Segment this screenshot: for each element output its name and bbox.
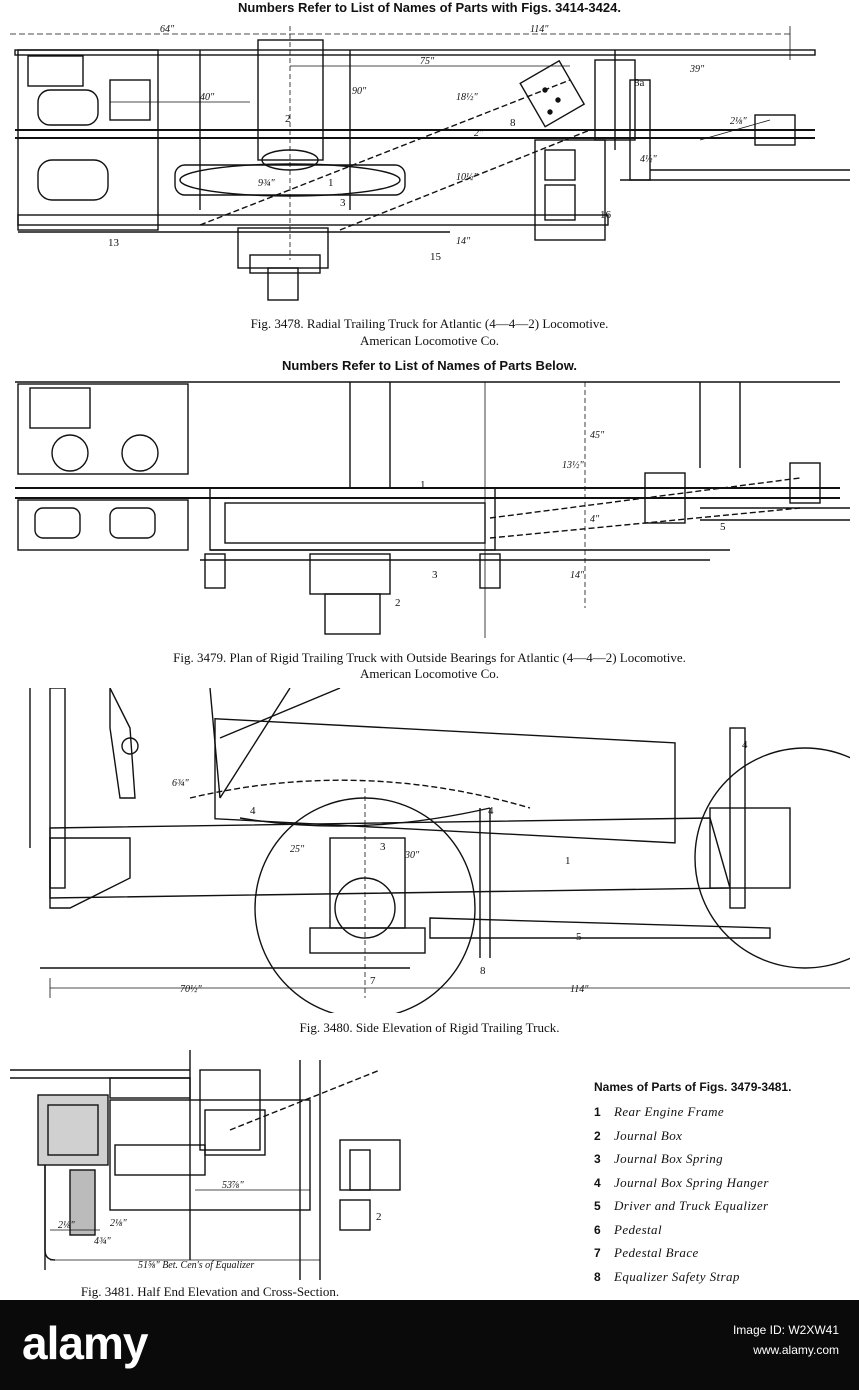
legend-num: 3: [594, 1152, 601, 1166]
fig3479-label-1: 1: [420, 479, 426, 491]
fig3480-drawing: 70½" 114" 25" 30" 6¾" 1 3 4 4 4 5 7 8: [10, 688, 850, 1013]
site-url: www.alamy.com: [753, 1343, 839, 1357]
dim-13h: 13½": [562, 460, 585, 471]
watermark-footer: alamy Image ID: W2XW41 www.alamy.com: [0, 1300, 859, 1390]
fig3478-label-15: 15: [430, 251, 442, 263]
fig3481-drawing: 2⅛" 2⅛" 4¾" 53⅞" 51⅝" Bet. Cen's of Equa…: [10, 1050, 430, 1280]
parts-legend: Names of Parts of Figs. 3479-3481. 1 Rear…: [594, 1080, 859, 1292]
fig3478-heading: Numbers Refer to List of Names of Parts …: [238, 0, 621, 15]
fig3481-caption: Fig. 3481. Half End Elevation and Cross-…: [80, 1284, 340, 1299]
dim-39: 39": [689, 64, 705, 75]
dim-90: 90": [352, 86, 367, 97]
legend-item: 3 Journal Box Spring: [594, 1151, 859, 1175]
dim-25: 25": [290, 844, 305, 855]
fig3478-label-8: 8: [510, 117, 516, 129]
fig3481-label-2: 2: [376, 1211, 382, 1223]
fig3479-caption-line2: American Locomotive Co.: [360, 666, 499, 681]
fig3480-label-4a: 4: [250, 805, 256, 817]
fig3479-label-2: 2: [395, 597, 401, 609]
legend-num: 7: [594, 1246, 601, 1260]
dim-4h: 4½": [640, 154, 658, 165]
fig3480-label-8: 8: [480, 965, 486, 977]
dim-53e: 53⅞": [222, 1180, 245, 1191]
fig3478-label-2: 2: [285, 113, 291, 125]
legend-item: 1 Rear Engine Frame: [594, 1104, 859, 1128]
fig3480-label-4b: 4: [488, 805, 494, 817]
fig3478-drawing: 64" 114": [10, 20, 850, 310]
fig3480-label-1: 1: [565, 855, 571, 867]
fig3479-heading: Numbers Refer to List of Names of Parts …: [282, 358, 577, 373]
fig3480-label-4c: 4: [742, 739, 748, 751]
legend-num: 2: [594, 1128, 601, 1143]
legend-item: 4 Journal Box Spring Hanger: [594, 1175, 859, 1199]
fig3478-caption-line1: Fig. 3478. Radial Trailing Truck for Atl…: [250, 316, 609, 331]
legend-name: Rear Engine Frame: [614, 1104, 725, 1119]
dim-51e: 51⅝" Bet. Cen's of Equalizer: [138, 1260, 254, 1271]
dim-10h: 10½": [456, 172, 479, 183]
fig3480-caption: Fig. 3480. Side Elevation of Rigid Trail…: [299, 1020, 560, 1035]
dim-4q: 4¾": [94, 1236, 112, 1247]
legend-num: 1: [594, 1105, 601, 1119]
dim-2: 2": [474, 128, 484, 139]
fig3478-label-16: 16: [600, 209, 612, 221]
legend-num: 6: [594, 1222, 601, 1237]
dim-4: 4": [590, 514, 600, 525]
legend-name: Journal Box Spring: [614, 1151, 724, 1166]
legend-name: Pedestal Brace: [614, 1245, 699, 1260]
fig3478-label-8a: 8a: [634, 77, 645, 89]
dim-6q: 6¾": [172, 778, 190, 789]
fig3478-label-3: 3: [340, 197, 346, 209]
legend-name: Pedestal: [614, 1221, 662, 1237]
legend-name: Journal Box: [614, 1127, 683, 1143]
legend-item: 7 Pedestal Brace: [594, 1245, 859, 1269]
dim-114b: 114": [570, 984, 589, 995]
dim-64: 64": [160, 24, 175, 35]
dim-30: 30": [404, 850, 420, 861]
fig3480-label-3: 3: [380, 841, 386, 853]
fig3479-drawing: 45" 13½" 4" 14" 1 2 3 5: [10, 378, 850, 643]
legend-name: Journal Box Spring Hanger: [614, 1174, 769, 1190]
dim-2e-a: 2⅛": [58, 1220, 76, 1231]
image-id-block: Image ID: W2XW41 www.alamy.com: [733, 1320, 839, 1360]
dim-14b: 14": [570, 570, 585, 581]
legend-num: 4: [594, 1175, 601, 1190]
dim-114: 114": [530, 24, 549, 35]
dim-70h: 70½": [180, 984, 203, 995]
fig3478-label-1: 1: [328, 177, 334, 189]
legend-name: Driver and Truck Equalizer: [614, 1198, 769, 1213]
fig3479-label-5: 5: [720, 521, 726, 533]
dim-9q: 9¾": [258, 178, 276, 189]
fig3480-label-7: 7: [370, 975, 376, 987]
legend-num: 8: [594, 1269, 601, 1284]
fig3479-label-3: 3: [432, 569, 438, 581]
fig3478-caption-line2: American Locomotive Co.: [360, 333, 499, 348]
dim-18h: 18½": [456, 92, 479, 103]
legend-num: 5: [594, 1199, 601, 1213]
dim-75: 75": [420, 56, 435, 67]
fig3478-label-13: 13: [108, 237, 120, 249]
image-id: Image ID: W2XW41: [732, 1323, 839, 1337]
legend-item: 2 Journal Box: [594, 1128, 859, 1152]
fig3480-label-5: 5: [576, 931, 582, 943]
dim-14: 14": [456, 236, 471, 247]
dim-2e: 2⅛": [730, 116, 748, 127]
fig3479-caption-line1: Fig. 3479. Plan of Rigid Trailing Truck …: [173, 650, 686, 665]
alamy-logo: alamy: [22, 1317, 148, 1369]
dim-45: 45": [590, 430, 605, 441]
legend-item: 6 Pedestal: [594, 1222, 859, 1246]
legend-item: 5 Driver and Truck Equalizer: [594, 1198, 859, 1222]
dim-40: 40": [200, 92, 215, 103]
legend-name: Equalizer Safety Strap: [614, 1268, 740, 1284]
legend-title: Names of Parts of Figs. 3479-3481.: [594, 1080, 792, 1094]
legend-item: 8 Equalizer Safety Strap: [594, 1269, 859, 1293]
dim-2e-b: 2⅛": [110, 1218, 128, 1229]
